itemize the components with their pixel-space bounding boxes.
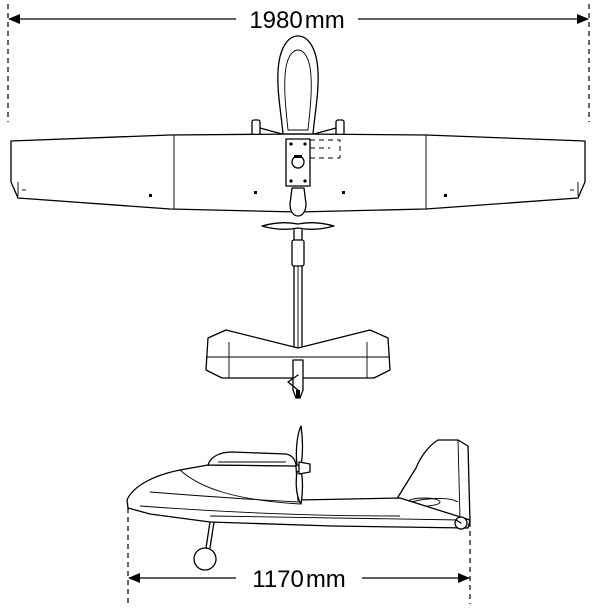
tail-end-top [287, 359, 304, 399]
wingspan-label: 1980mm [249, 7, 344, 34]
side-view [126, 425, 471, 571]
landing-gear-side [193, 516, 468, 571]
battery-hatch [285, 138, 341, 187]
wingspan-dimension: 1980mm [7, 4, 590, 122]
length-label: 1170mm [252, 566, 346, 593]
top-view [10, 35, 586, 399]
canopy-top [277, 35, 319, 135]
propeller-side [295, 425, 311, 505]
tail-boom-top [291, 229, 305, 351]
motor-propeller-top [261, 187, 335, 230]
length-value: 1170 [252, 566, 304, 593]
fuselage-side [126, 464, 471, 529]
length-unit: mm [306, 566, 346, 593]
canopy-side [207, 451, 297, 467]
length-dimension: 1170mm [127, 508, 471, 604]
landing-gear-top [251, 119, 345, 137]
wingspan-value: 1980 [249, 7, 302, 34]
vertical-fin-side [397, 439, 471, 523]
wingspan-unit: mm [305, 7, 345, 34]
